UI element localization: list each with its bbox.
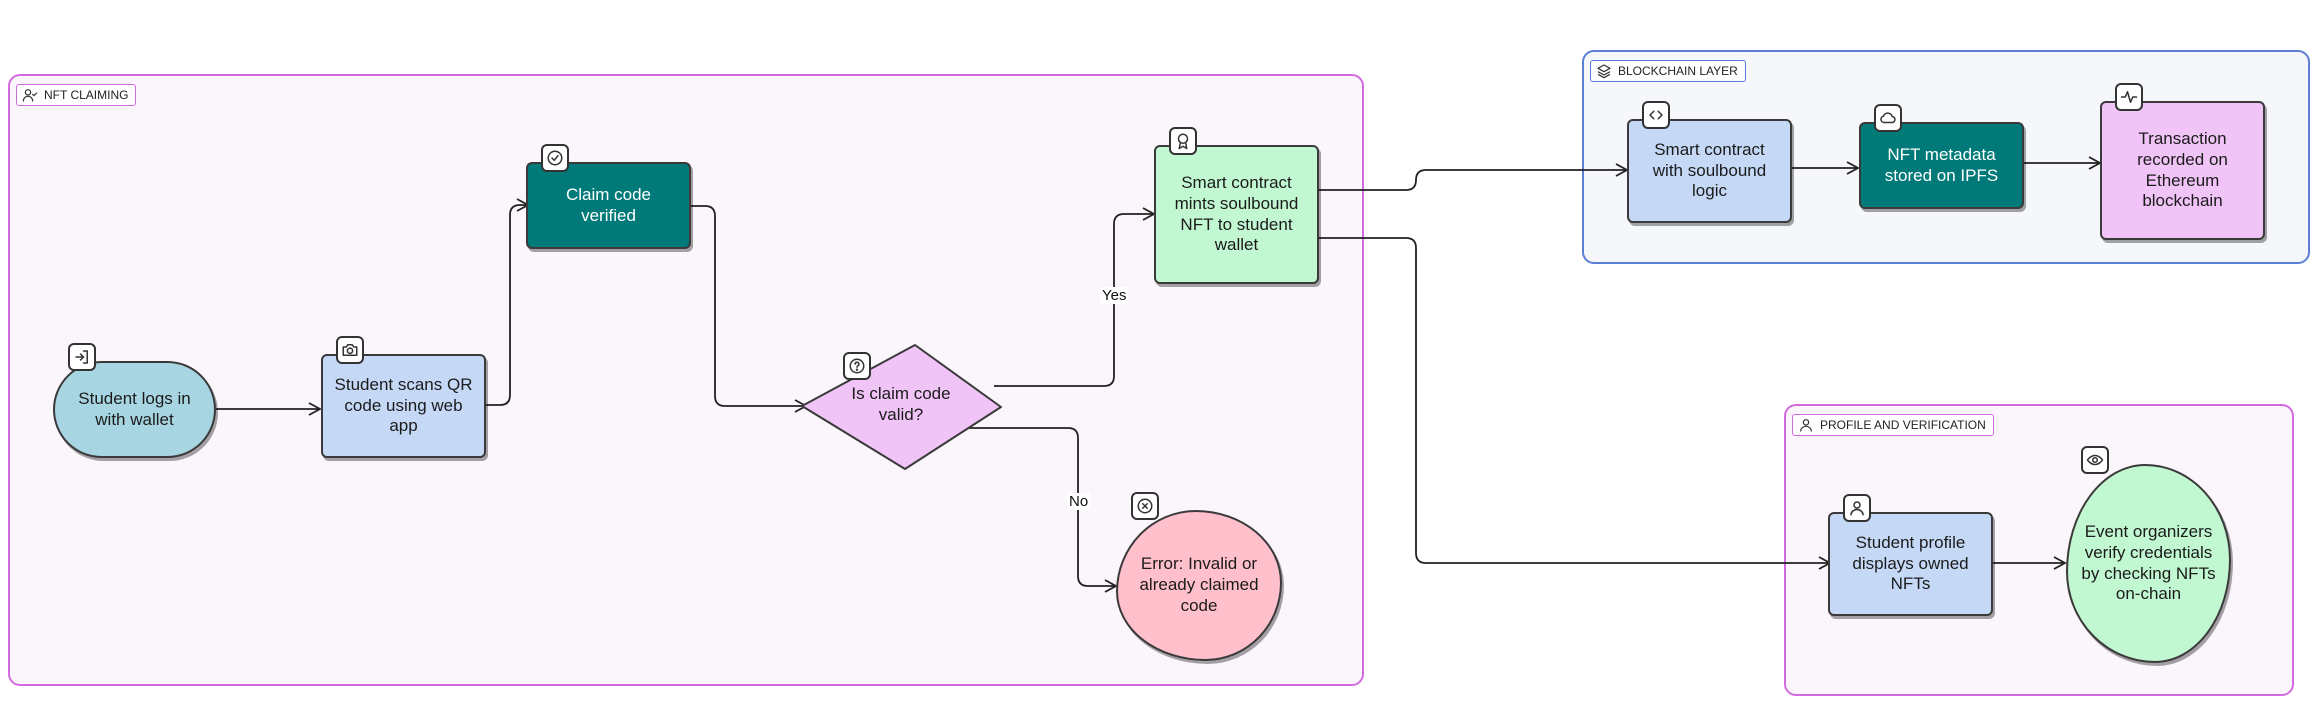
node-claim-verified[interactable]: Claim code verified (526, 162, 691, 249)
edge-label-yes: Yes (1100, 287, 1129, 304)
node-student-profile[interactable]: Student profile displays owned NFTs (1828, 512, 1993, 616)
node-claim-verified-text: Claim code verified (565, 184, 652, 225)
award-icon (1177, 133, 1189, 150)
verified-badge (541, 144, 569, 172)
contract-badge (1642, 101, 1670, 129)
edge-mint-profile (1319, 237, 1832, 570)
node-scan-qr[interactable]: Student scans QR code using web app (321, 354, 486, 458)
group-title-profile-verification: PROFILE AND VERIFICATION (1820, 418, 1986, 432)
eye-icon (2086, 454, 2104, 466)
user-check-icon (22, 89, 38, 102)
node-decision-text: Is claim code valid? (851, 384, 951, 424)
node-transaction-text: Transaction recorded on Ethereum blockch… (2137, 129, 2228, 211)
node-transaction[interactable]: Transaction recorded on Ethereum blockch… (2100, 101, 2265, 240)
edge-mint-contract (1319, 163, 1629, 191)
edge-label-no: No (1067, 493, 1091, 510)
organizers-badge (2081, 446, 2109, 474)
camera-icon (342, 344, 358, 356)
cloud-icon (1880, 112, 1896, 124)
node-event-organizers-text: Event organizers verify credentials by c… (2081, 522, 2216, 604)
scan-badge (336, 336, 364, 364)
node-mint-nft[interactable]: Smart contract mints soulbound NFT to st… (1154, 145, 1319, 284)
decision-badge (843, 352, 871, 380)
node-student-login-text: Student logs in with wallet (78, 388, 191, 429)
node-mint-nft-text: Smart contract mints soulbound NFT to st… (1174, 173, 1299, 255)
group-label-blockchain-layer: BLOCKCHAIN LAYER (1590, 60, 1746, 82)
mint-badge (1169, 127, 1197, 155)
edge-decision-mint (994, 207, 1156, 387)
node-smart-contract[interactable]: Smart contract with soulbound logic (1627, 119, 1792, 223)
node-error[interactable]: Error: Invalid or already claimed code (1116, 510, 1282, 661)
edge-decision-error (962, 427, 1118, 593)
node-decision[interactable]: Is claim code valid? (840, 384, 962, 425)
group-title-blockchain-layer: BLOCKCHAIN LAYER (1618, 64, 1738, 78)
edge-scan-verified (486, 198, 530, 406)
decision-diamond-shape (801, 344, 1002, 470)
code-icon (1649, 110, 1663, 120)
node-event-organizers[interactable]: Event organizers verify credentials by c… (2066, 464, 2231, 663)
node-ipfs[interactable]: NFT metadata stored on IPFS (1859, 122, 2024, 209)
login-badge (68, 343, 96, 371)
profile-badge (1843, 494, 1871, 522)
layers-icon (1597, 64, 1611, 79)
group-label-profile-verification: PROFILE AND VERIFICATION (1792, 414, 1994, 436)
error-badge (1131, 492, 1159, 520)
group-title-nft-claiming: NFT CLAIMING (44, 88, 129, 102)
node-student-profile-text: Student profile displays owned NFTs (1852, 532, 1969, 594)
tx-badge (2115, 83, 2143, 111)
activity-icon (2120, 91, 2138, 103)
node-student-login[interactable]: Student logs in with wallet (53, 361, 216, 458)
edge-verified-decision (690, 205, 808, 413)
group-label-nft-claiming: NFT CLAIMING (16, 84, 137, 106)
check-circle-icon (547, 150, 563, 166)
question-icon (849, 358, 865, 374)
ipfs-badge (1874, 104, 1902, 132)
node-scan-qr-text: Student scans QR code using web app (334, 374, 473, 436)
node-smart-contract-text: Smart contract with soulbound logic (1652, 139, 1767, 201)
user-icon (1800, 419, 1812, 432)
x-circle-icon (1137, 498, 1153, 514)
node-error-text: Error: Invalid or already claimed code (1139, 554, 1259, 615)
login-icon (75, 350, 88, 364)
node-ipfs-text: NFT metadata stored on IPFS (1884, 144, 1999, 185)
user-icon (1850, 501, 1864, 516)
